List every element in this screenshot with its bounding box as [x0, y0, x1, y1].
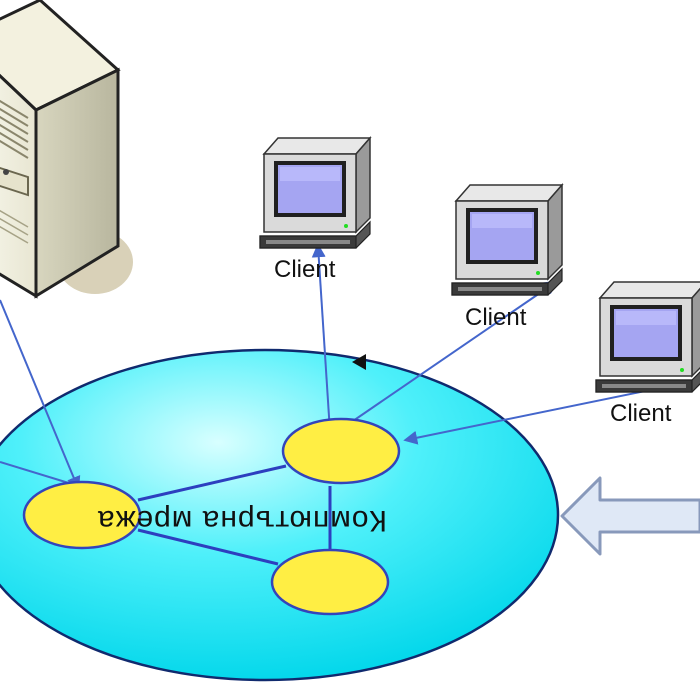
network-node-left — [22, 480, 142, 550]
client-label-2: Client — [465, 304, 527, 331]
large-left-arrow-icon — [560, 476, 700, 556]
left-link — [0, 461, 73, 485]
client-label-3: Client — [610, 400, 672, 427]
desktop-computer-icon — [259, 137, 371, 249]
network-node-bottom — [270, 548, 390, 616]
server-tower-icon — [0, 0, 133, 299]
desktop-computer-icon — [595, 281, 700, 393]
connection-arrows — [0, 243, 651, 491]
client-label-1: Client — [274, 256, 336, 283]
server-link — [0, 299, 81, 491]
client-3-link — [403, 389, 651, 445]
client-1-link — [311, 243, 331, 433]
network-label: Компютърна мрежа — [97, 504, 387, 537]
network-node-top — [281, 417, 401, 485]
desktop-computer-icon — [451, 184, 563, 296]
client-2-link — [331, 280, 559, 436]
network-links — [137, 464, 332, 566]
